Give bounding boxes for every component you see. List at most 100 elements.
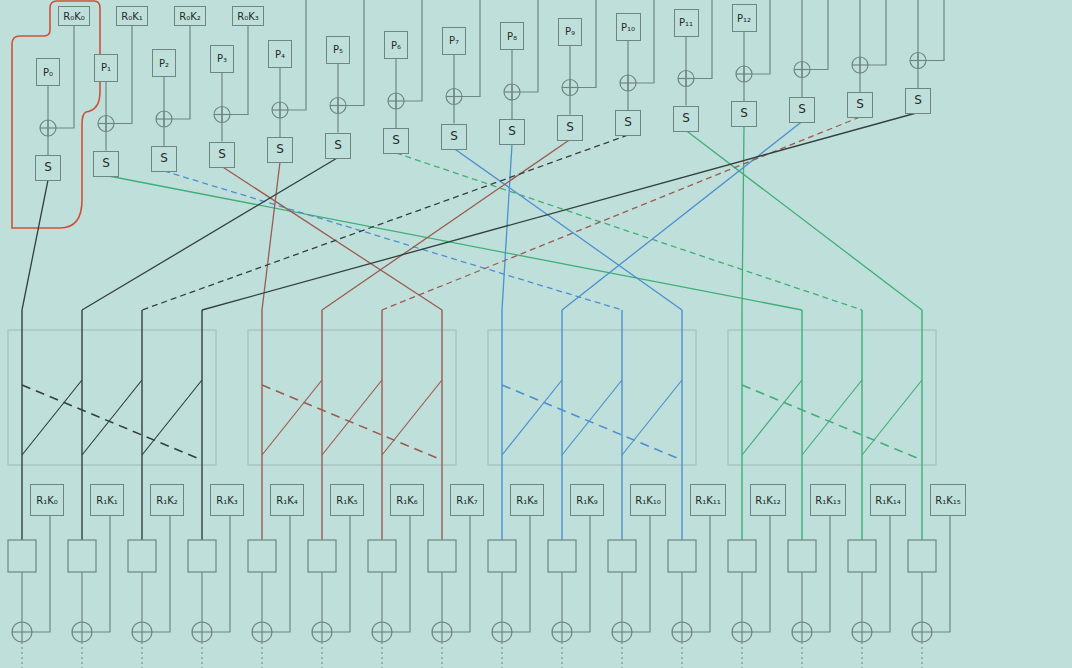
- xor-symbol: [741, 622, 742, 642]
- sbox: S: [209, 142, 235, 168]
- shift-wire: [562, 122, 802, 311]
- data-wire: [395, 59, 396, 128]
- round-key-box: R₁K₆: [390, 484, 424, 516]
- round-key-box: R₁K₁₂: [750, 484, 786, 516]
- next-sbox: [248, 540, 276, 572]
- data-wire: [221, 73, 222, 142]
- data-wire: [382, 642, 383, 668]
- xor-symbol: [921, 622, 922, 642]
- xor-symbol: [612, 622, 632, 642]
- box-label: P₃: [217, 53, 227, 64]
- box-label: S: [856, 98, 864, 111]
- data-wire: [681, 572, 682, 622]
- key-wire: [32, 505, 50, 632]
- plaintext-box: P₇: [442, 27, 466, 55]
- mix-wire: [742, 385, 922, 460]
- data-wire: [22, 642, 23, 668]
- lane-wire: [261, 310, 262, 540]
- next-sbox: [188, 540, 216, 572]
- xor-symbol: [141, 622, 142, 642]
- shift-wire: [82, 158, 338, 311]
- plaintext-box: P₁₁: [674, 9, 699, 37]
- next-sbox: [548, 540, 576, 572]
- shift-wire: [262, 162, 280, 310]
- key-wire: [272, 505, 290, 632]
- plaintext-box: P₆: [384, 31, 408, 59]
- sbox: S: [847, 92, 873, 118]
- data-wire: [163, 77, 164, 146]
- sbox: S: [731, 101, 757, 127]
- next-sbox: [608, 540, 636, 572]
- shift-wire: [222, 167, 442, 311]
- data-wire: [682, 642, 683, 668]
- box-label: R₁K₅: [336, 495, 358, 506]
- box-label: P₉: [565, 26, 575, 37]
- data-wire: [802, 642, 803, 668]
- xor-symbol: [801, 62, 802, 78]
- xor-symbol: [912, 622, 932, 642]
- xor-symbol: [372, 622, 392, 642]
- data-wire: [502, 642, 503, 668]
- box-label: S: [276, 143, 284, 156]
- mix-wire: [382, 380, 442, 455]
- shift-wire: [742, 126, 744, 310]
- lane-wire: [381, 310, 382, 540]
- key-wire: [868, 0, 886, 65]
- lane-wire: [441, 310, 442, 540]
- box-label: P₁₂: [737, 13, 751, 24]
- xor-symbol: [492, 622, 512, 642]
- box-label: P₁: [101, 62, 111, 73]
- box-label: S: [334, 139, 342, 152]
- xor-symbol: [794, 62, 810, 78]
- box-label: R₁K₂: [156, 495, 178, 506]
- round-key-box: R₀K₃: [232, 6, 264, 26]
- lane-wire: [561, 310, 562, 540]
- shift-wire: [322, 140, 570, 311]
- data-wire: [202, 642, 203, 668]
- mix-wire: [562, 380, 622, 455]
- sbox: S: [499, 119, 525, 145]
- key-wire: [632, 505, 650, 632]
- mix-wire: [802, 380, 862, 455]
- shift-wire: [396, 153, 862, 310]
- mix-wire: [142, 380, 202, 455]
- data-wire: [569, 46, 570, 115]
- box-label: S: [392, 134, 400, 147]
- data-wire: [141, 572, 142, 622]
- next-sbox: [728, 540, 756, 572]
- box-label: S: [218, 148, 226, 161]
- data-wire: [742, 642, 743, 668]
- xor-symbol: [621, 622, 622, 642]
- xor-symbol: [859, 57, 860, 73]
- mix-wire: [622, 380, 682, 455]
- box-label: S: [914, 94, 922, 107]
- data-wire: [47, 86, 48, 155]
- round-key-box: R₁K₇: [450, 484, 484, 516]
- xor-symbol: [432, 622, 452, 642]
- round-key-box: R₀K₂: [174, 6, 206, 26]
- box-label: P₇: [449, 35, 459, 46]
- sbox: S: [673, 106, 699, 132]
- sbox: S: [789, 97, 815, 123]
- xor-symbol: [672, 622, 692, 642]
- data-wire: [261, 572, 262, 622]
- box-label: R₀K₁: [121, 11, 143, 22]
- shift-wire: [22, 180, 48, 310]
- box-label: R₀K₀: [63, 11, 85, 22]
- sbox: S: [615, 110, 641, 136]
- lane-wire: [201, 310, 202, 540]
- sbox: S: [441, 124, 467, 150]
- sbox: S: [93, 151, 119, 177]
- mix-wire: [82, 380, 142, 455]
- sbox: S: [557, 115, 583, 141]
- xor-symbol: [501, 622, 502, 642]
- box-label: R₁K₁₄: [875, 495, 901, 506]
- data-wire: [201, 572, 202, 622]
- lane-wire: [861, 310, 862, 540]
- box-label: S: [798, 103, 806, 116]
- plaintext-box: P₉: [558, 18, 582, 46]
- key-wire: [810, 0, 828, 70]
- sbox: S: [905, 88, 931, 114]
- next-sbox: [488, 540, 516, 572]
- box-label: R₁K₁₀: [635, 495, 661, 506]
